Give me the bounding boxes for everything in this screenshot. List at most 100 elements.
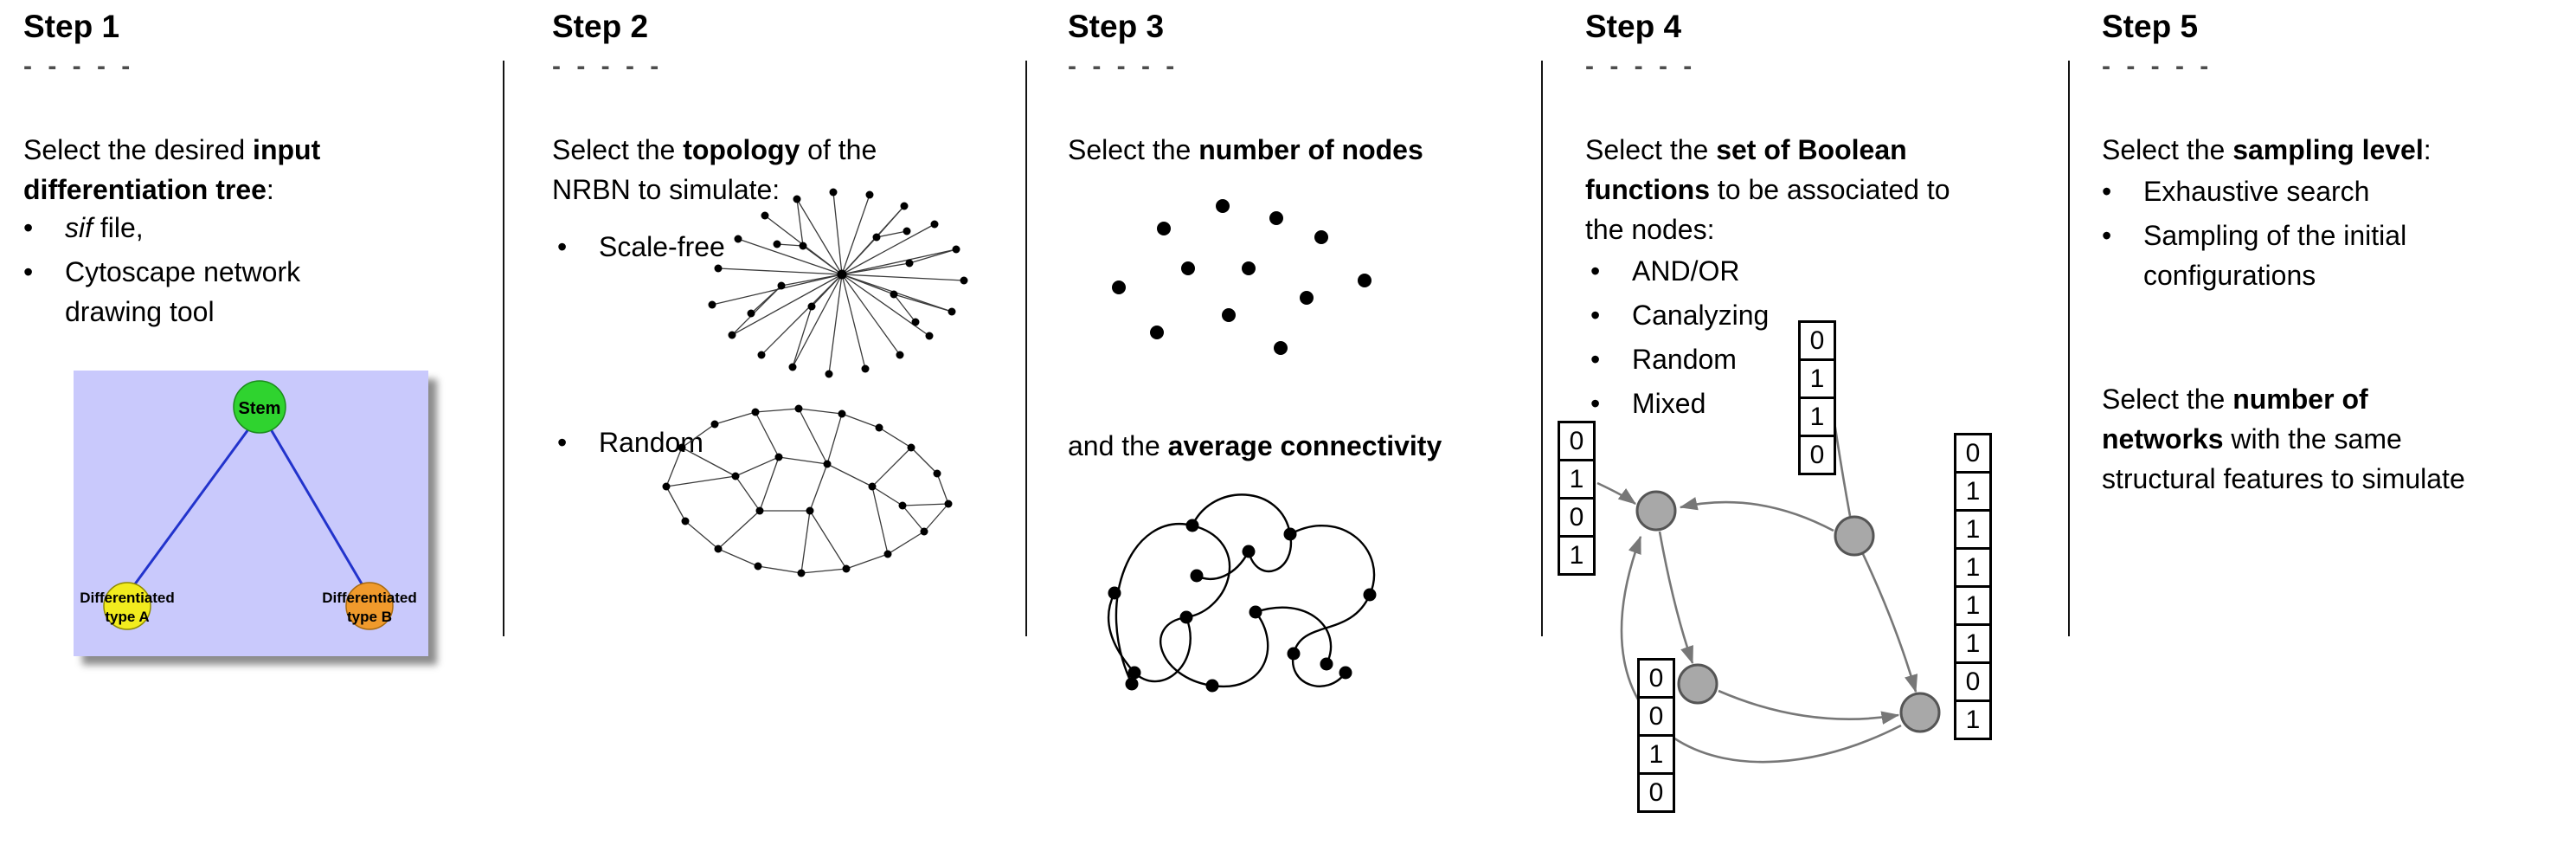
table-cell: 1: [1954, 699, 1992, 740]
differentiation-tree-svg: Stem Differentiated type A Differentiate…: [74, 371, 428, 656]
bullet-random-fn: Random: [1632, 344, 1737, 375]
table-cell: 0: [1558, 421, 1596, 461]
step-2-intro-line2: NRBN to simulate:: [552, 174, 781, 205]
step-4-bullet-list: •AND/OR • Canalyzing • Random • Mixed: [1590, 251, 1833, 428]
step-4-intro-bold2: functions: [1585, 174, 1710, 205]
step-1-title: Step 1: [23, 9, 120, 44]
gene-node-4: [1899, 692, 1941, 733]
random-network-graphic: [662, 404, 953, 577]
step-5-intro-pre: Select the: [2102, 134, 2233, 165]
stem-label: Stem: [239, 399, 281, 418]
step-2-intro-pre: Select the: [552, 134, 684, 165]
table-cell: 1: [1954, 623, 1992, 664]
step-4-intro-rest: to be associated to: [1709, 174, 1950, 205]
table-cell: 1: [1954, 547, 1992, 588]
divider-3: [1541, 61, 1543, 636]
step-2-intro-bold: topology: [683, 134, 800, 165]
differentiation-tree-figure: Stem Differentiated type A Differentiate…: [74, 371, 428, 656]
step-5-intro-bold: sampling level: [2232, 134, 2424, 165]
bullet-canalyzing: Canalyzing: [1632, 300, 1770, 331]
step-4-intro-bold1: set of Boolean: [1716, 134, 1907, 165]
table-cell: 1: [1798, 396, 1836, 437]
truth-table-left: 0 1 0 1: [1558, 421, 1596, 576]
boolean-network-svg: [1596, 371, 1941, 764]
bullet-sif-file: sif file,: [65, 208, 395, 248]
connectivity-tangle-graphic: [1107, 493, 1377, 693]
step-3-intro-bold: number of nodes: [1198, 134, 1423, 165]
boolean-network-figure: 0 1 0 1 0 1 1 0 0 1 1 1 1 1 0 1 0 0 1 0: [1549, 319, 2020, 851]
step-1-bullet-list: • sif file, • Cytoscape network drawing …: [23, 208, 395, 336]
bullet-icon: •: [1590, 344, 1601, 375]
gene-node-2: [1834, 515, 1875, 557]
type-a-label-line1: Differentiated: [80, 590, 175, 606]
list-item: • Exhaustive search: [2102, 171, 2534, 211]
table-cell: 1: [1558, 535, 1596, 576]
step-4-intro-pre: Select the: [1585, 134, 1717, 165]
step-5-dashes: - - - - -: [2102, 52, 2213, 81]
divider-1: [503, 61, 504, 636]
gene-node-3: [1677, 663, 1718, 705]
divider-2: [1025, 61, 1027, 636]
step-3-connectivity-pre: and the: [1068, 430, 1168, 461]
step-1-intro-bold: input: [253, 134, 321, 165]
bullet-cytoscape: Cytoscape network drawing tool: [65, 256, 301, 327]
list-item: •AND/OR: [1590, 251, 1833, 291]
bullet-scale-free: Scale-free: [599, 231, 725, 262]
stem-node: [233, 380, 286, 434]
list-item: • Random: [557, 422, 748, 462]
step-5-bullet-list: • Exhaustive search • Sampling of the in…: [2102, 171, 2534, 300]
table-cell: 0: [1558, 497, 1596, 538]
step-2-title: Step 2: [552, 9, 649, 44]
step-1-intro-colon: :: [266, 174, 274, 205]
step-4-intro-line3: the nodes:: [1585, 214, 1715, 245]
list-item: • Scale-free: [557, 227, 782, 267]
bullet-icon: •: [1590, 300, 1601, 331]
step-3-title: Step 3: [1068, 9, 1165, 44]
list-item: • Canalyzing: [1590, 295, 1833, 335]
step-3-intro-pre: Select the: [1068, 134, 1199, 165]
type-a-node: [103, 582, 151, 630]
step-1-intro: Select the desired input differentiation…: [23, 130, 456, 210]
list-item: • sif file,: [23, 208, 395, 248]
bullet-icon: •: [557, 231, 568, 262]
bullet-mixed: Mixed: [1632, 388, 1706, 419]
bullet-icon: •: [2102, 220, 2112, 251]
truth-table-top: 0 1 1 0: [1798, 320, 1836, 475]
table-cell: 1: [1954, 471, 1992, 512]
step-1-intro-bold2: differentiation tree: [23, 174, 267, 205]
step-4-intro: Select the set of Boolean functions to b…: [1585, 130, 2035, 249]
bullet-and-or: AND/OR: [1632, 255, 1740, 287]
list-item: • Random: [1590, 339, 1833, 379]
type-b-label-line1: Differentiated: [322, 590, 417, 606]
step-3-connectivity-line: and the average connectivity: [1068, 426, 1552, 466]
table-cell: 0: [1798, 435, 1836, 475]
table-cell: 0: [1954, 433, 1992, 474]
step-5-networks-line3: structural features to simulate: [2102, 463, 2465, 494]
bullet-sampling: Sampling of the initial configurations: [2143, 220, 2407, 291]
bullet-random: Random: [599, 427, 703, 458]
step-5-networks-rest: with the same: [2223, 423, 2402, 455]
network-edges: [1596, 371, 1918, 764]
list-item: • Sampling of the initial configurations: [2102, 216, 2534, 295]
type-b-node: [345, 582, 394, 630]
type-b-label-line2: type B: [347, 609, 392, 625]
bullet-icon: •: [557, 427, 568, 458]
tree-edges: [132, 429, 364, 586]
divider-4: [2068, 61, 2070, 636]
step-5-networks-bold1: number of: [2232, 384, 2368, 415]
step-4-dashes: - - - - -: [1585, 52, 1697, 81]
table-cell: 1: [1954, 585, 1992, 626]
table-cell: 1: [1637, 734, 1675, 775]
table-cell: 1: [1954, 509, 1992, 550]
gene-node-1: [1635, 490, 1677, 532]
bullet-icon: •: [23, 256, 34, 287]
list-item: • Mixed: [1590, 384, 1833, 423]
truth-table-right: 0 1 1 1 1 1 0 1: [1954, 433, 1992, 740]
step-1-intro-text: Select the desired: [23, 134, 254, 165]
network-nodes: [1635, 490, 1941, 733]
bullet-icon: •: [1590, 388, 1601, 419]
step-5-title: Step 5: [2102, 9, 2199, 44]
table-cell: 1: [1798, 358, 1836, 399]
scale-free-network-graphic: [708, 188, 968, 378]
bullet-exhaustive: Exhaustive search: [2143, 176, 2370, 207]
